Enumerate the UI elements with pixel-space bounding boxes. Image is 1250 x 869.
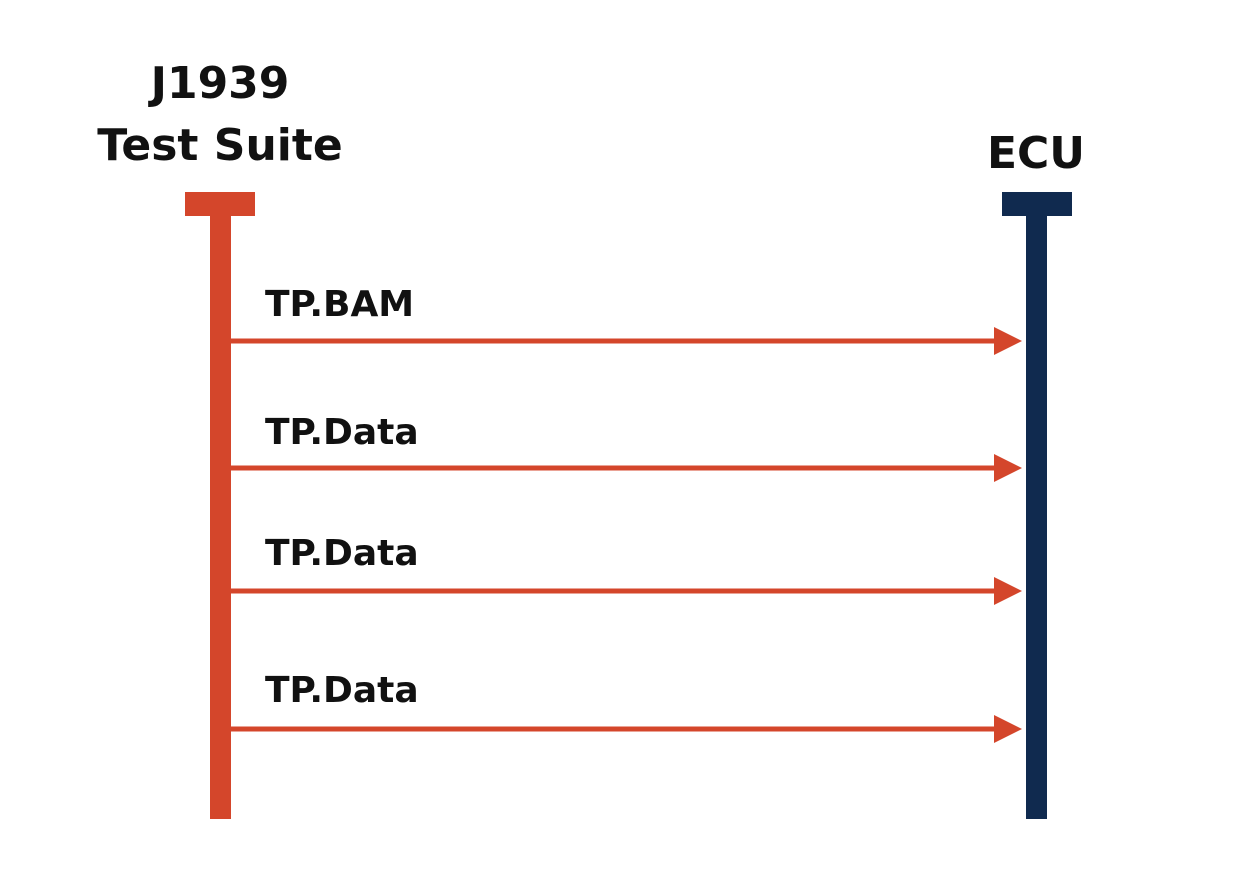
message-label: TP.BAM: [265, 284, 414, 325]
message-label: TP.Data: [265, 670, 419, 711]
participant-test-suite-label-line1: J1939: [148, 58, 290, 109]
arrowhead-icon: [994, 327, 1022, 355]
participant-test-suite: J1939 Test Suite: [97, 58, 343, 819]
participant-ecu-label: ECU: [987, 128, 1085, 179]
message-4: TP.Data: [231, 670, 1022, 743]
message-1: TP.BAM: [231, 284, 1022, 355]
lifeline-head-ecu: [1002, 192, 1072, 216]
lifeline-test-suite: [210, 216, 231, 819]
lifeline-ecu: [1026, 216, 1047, 819]
message-label: TP.Data: [265, 412, 419, 453]
message-label: TP.Data: [265, 533, 419, 574]
arrowhead-icon: [994, 577, 1022, 605]
lifeline-head-test-suite: [185, 192, 255, 216]
message-2: TP.Data: [231, 412, 1022, 482]
participant-ecu: ECU: [987, 128, 1085, 819]
arrowhead-icon: [994, 715, 1022, 743]
message-3: TP.Data: [231, 533, 1022, 605]
arrowhead-icon: [994, 454, 1022, 482]
participant-test-suite-label-line2: Test Suite: [97, 120, 343, 171]
